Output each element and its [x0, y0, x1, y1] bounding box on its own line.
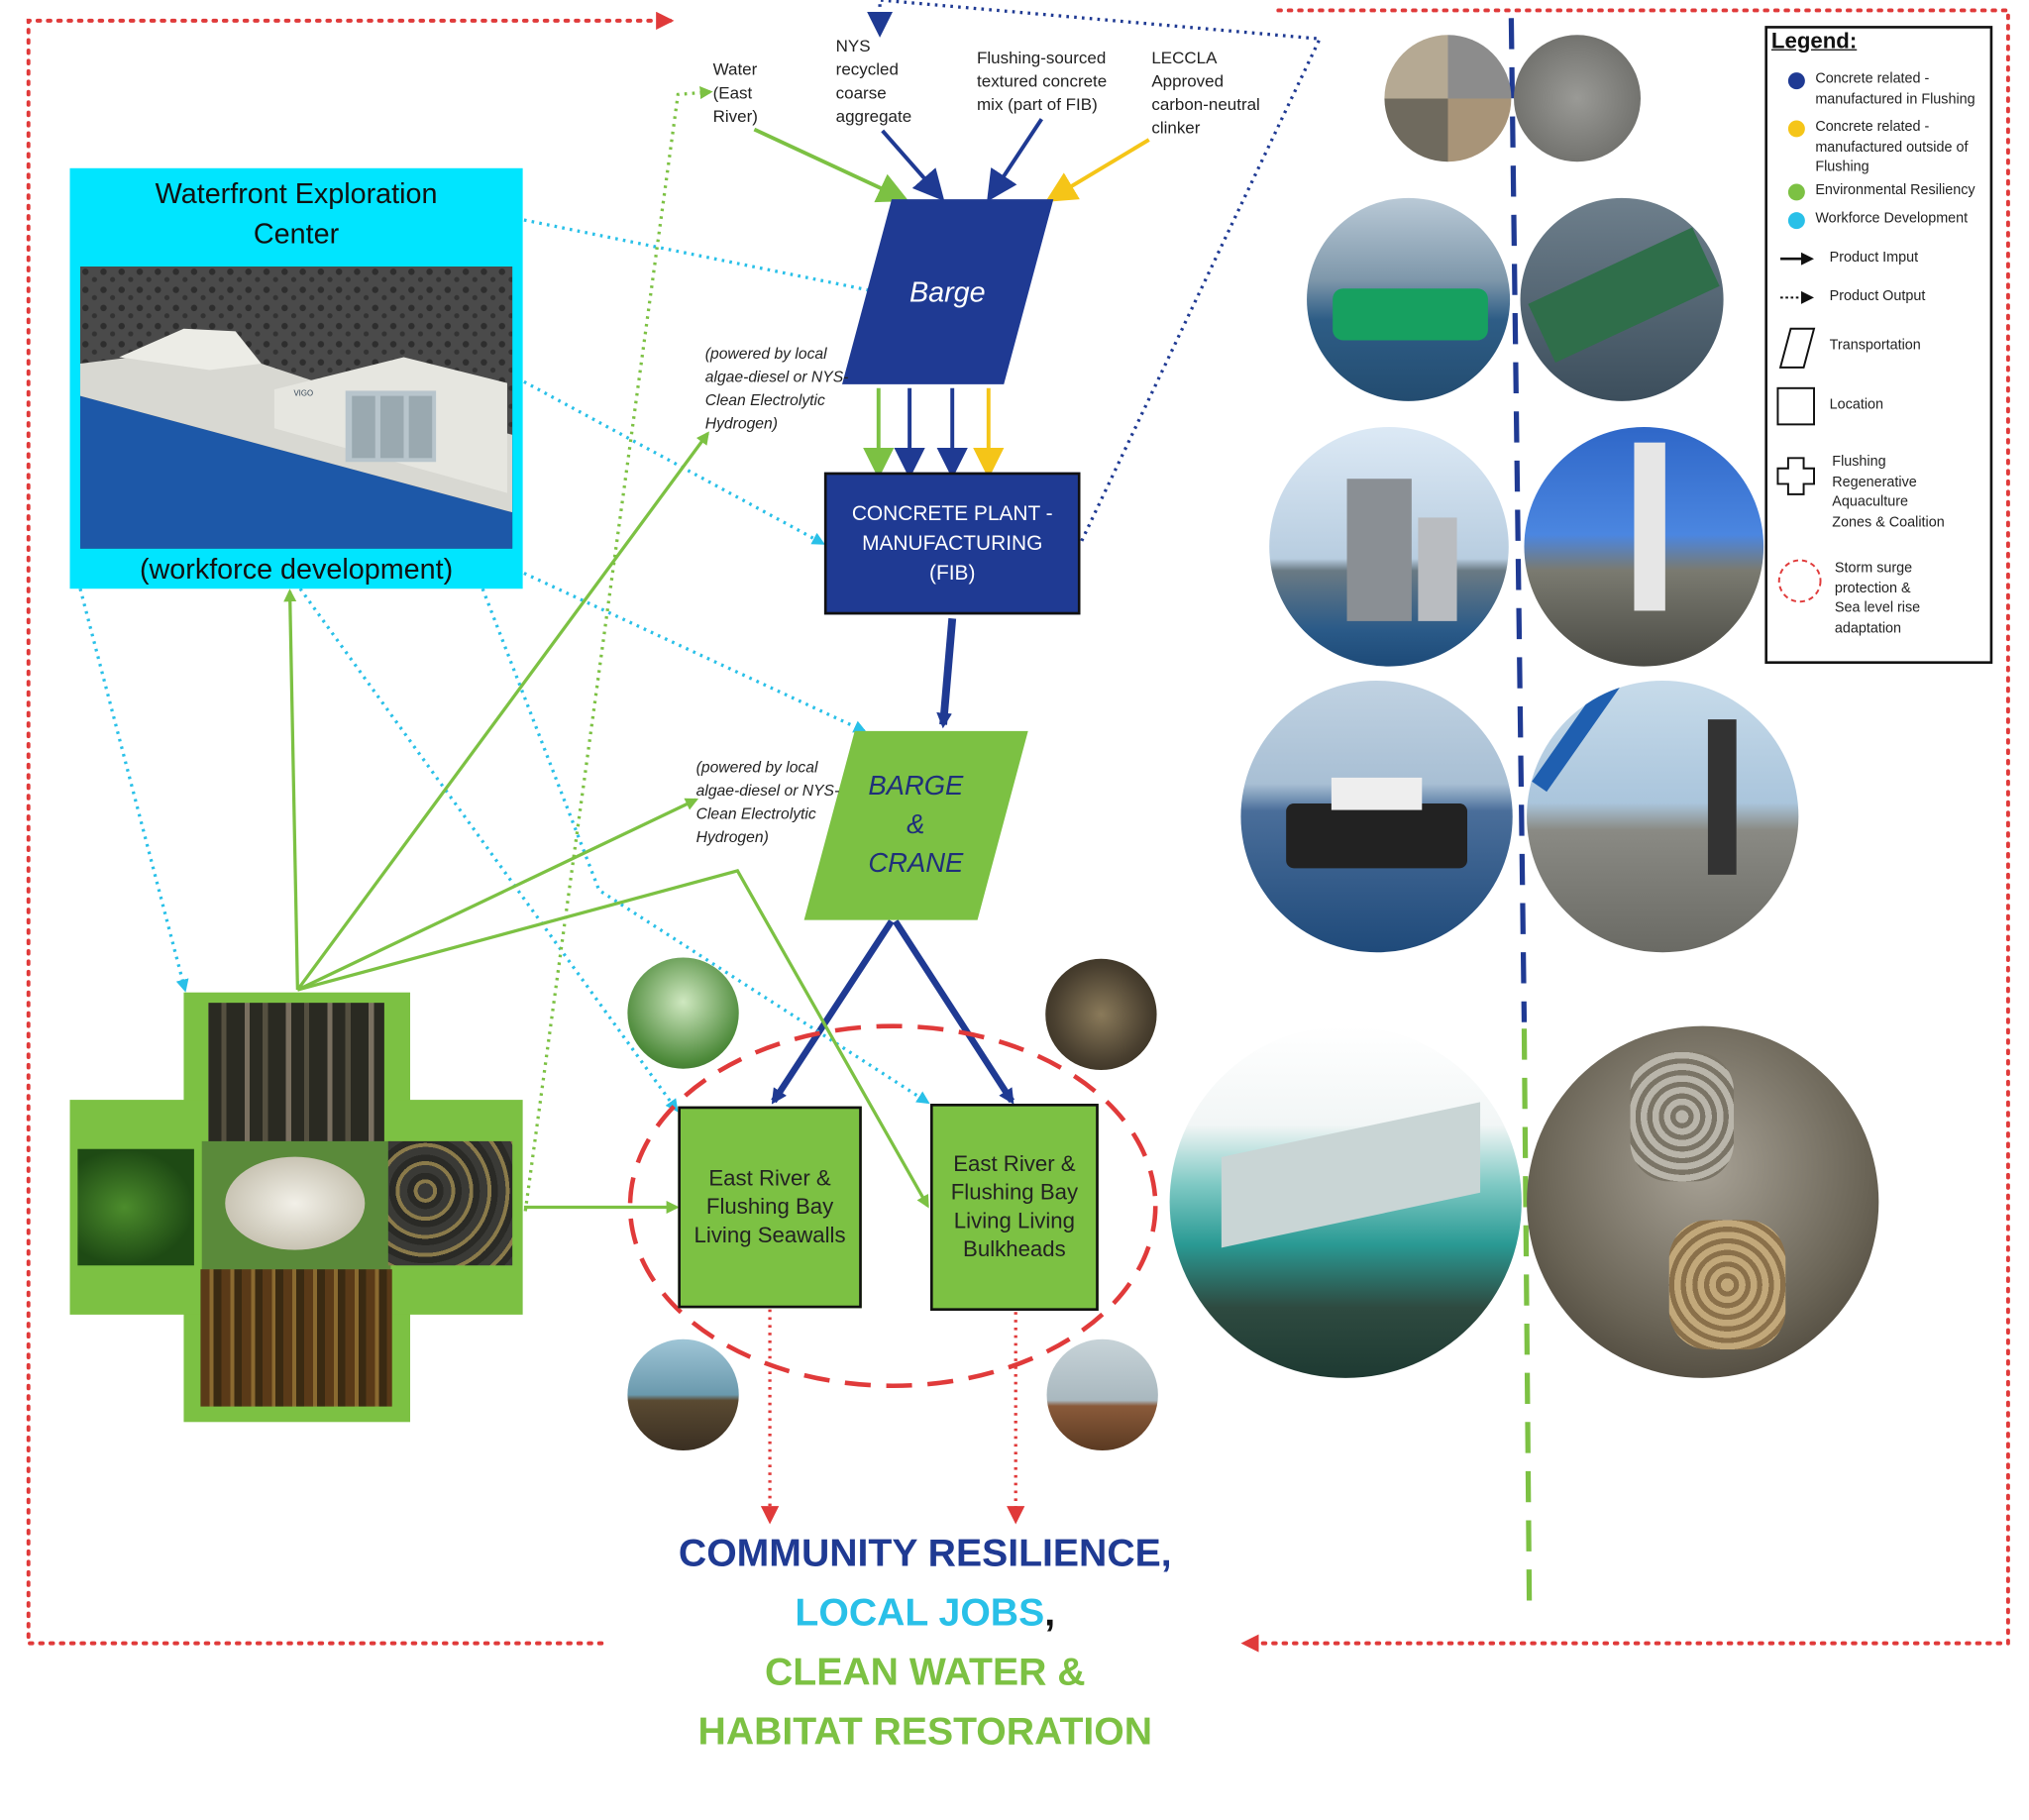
mussel-ropes-photo [208, 1003, 384, 1143]
wec-title: Waterfront Exploration Center [155, 176, 438, 251]
cement-plant-photo [1269, 426, 1509, 667]
crane-to-bulkheads-arrow [893, 919, 1015, 1105]
oyster-cage-photo [627, 1338, 739, 1451]
yellow-dot-icon [1787, 120, 1805, 138]
wec-signage: VIGO [293, 389, 313, 398]
bulkhead-module-photo [1046, 1338, 1158, 1451]
storm-surge-ellipse [627, 1023, 1158, 1389]
power-note-1: (powered by local algae-diesel or NYS- C… [704, 344, 849, 433]
legend: Legend: Concrete related - manufactured … [1764, 26, 1993, 664]
water-input-arrow [753, 127, 909, 203]
legend-title: Legend: [1770, 28, 1858, 54]
dotted-arrow-icon [1780, 290, 1815, 304]
outcome-local-jobs: LOCAL JOBS [795, 1591, 1045, 1635]
dashed-circle-icon [1777, 559, 1822, 603]
legend-label: Location [1829, 396, 1884, 413]
parallelogram-icon [1778, 327, 1816, 369]
batch-plant-photo [1524, 426, 1764, 667]
legend-label: Storm surge protection & Sea level rise … [1834, 560, 1921, 636]
waterfront-exploration-center: Waterfront Exploration Center [69, 167, 523, 589]
tugboat-photo [1307, 197, 1511, 401]
concrete-plant-node: CONCRETE PLANT - MANUFACTURING (FIB) [823, 472, 1081, 615]
legend-label: Product Output [1829, 288, 1926, 304]
outcome-line-3: CLEAN WATER & [764, 1651, 1086, 1694]
legend-label: Flushing Regenerative Aquaculture Zones … [1832, 454, 1945, 530]
power-note-2: (powered by local algae-diesel or NYS- C… [695, 758, 840, 847]
ferry-photo [1240, 680, 1513, 953]
water-input-label: Water (East River) [712, 59, 758, 126]
aquaculture-zone-cross [69, 992, 523, 1423]
oyster-reef-photo [1045, 958, 1157, 1071]
seaweed-lines-photo [200, 1269, 392, 1407]
wec-subtitle: (workforce development) [139, 552, 454, 586]
divider-navy [1508, 18, 1528, 1022]
legend-label: Product Imput [1829, 250, 1919, 266]
mix-input-label: Flushing-sourced textured concrete mix (… [977, 48, 1108, 114]
living-seawalls-node: East River & Flushing Bay Living Seawall… [678, 1106, 862, 1309]
wec-building-illustration: VIGO [79, 267, 513, 549]
wec-rendering-photo: VIGO [79, 267, 513, 549]
outcome-line-4: HABITAT RESTORATION [697, 1710, 1153, 1754]
outcome-line-2: LOCAL JOBS, [570, 1584, 1281, 1644]
outer-feedback-loop [26, 8, 2010, 1653]
aggregate-samples-photo [1384, 35, 1512, 162]
navy-dot-icon [1787, 72, 1805, 90]
concrete-texture-photo [1514, 35, 1642, 162]
eelgrass-photo [627, 957, 739, 1069]
aggregate-input-label: NYS recycled coarse aggregate [835, 36, 912, 126]
crane-placing-units-photo [1527, 680, 1799, 953]
textured-panel-photo [1527, 1025, 1879, 1378]
legend-label: Environmental Resiliency [1815, 182, 1976, 198]
clinker-input-label: LECCLA Approved carbon-neutral clinker [1151, 48, 1260, 138]
square-icon [1776, 386, 1815, 426]
legend-label: Concrete related - manufactured outside … [1815, 119, 1969, 175]
outcome-line-1: COMMUNITY RESILIENCE, [678, 1532, 1172, 1575]
outcome-comma: , [1044, 1591, 1056, 1635]
oyster-shell-photo [201, 1140, 391, 1271]
divider-green [1521, 1028, 1533, 1611]
living-bulkheads-node: East River & Flushing Bay Living Living … [930, 1104, 1099, 1311]
cyan-dot-icon [1787, 212, 1805, 230]
kelp-cages-photo [77, 1148, 194, 1266]
crane-to-seawalls-arrow [771, 919, 895, 1105]
cross-icon [1776, 457, 1815, 495]
aggregate-input-arrow [881, 129, 945, 202]
plant-feedback-dotted [867, 0, 1323, 542]
barge-label: Barge [909, 274, 986, 308]
living-shoreline-section-photo [1169, 1025, 1522, 1378]
clinker-input-arrow [1045, 138, 1150, 202]
green-dot-icon [1787, 183, 1805, 201]
environmental-arrows [283, 86, 929, 1215]
mix-input-arrow [987, 118, 1043, 202]
legend-label: Workforce Development [1815, 210, 1969, 227]
legend-label: Concrete related - manufactured in Flush… [1815, 70, 1976, 107]
concrete-reef-unit-photo [387, 1140, 513, 1266]
outcome-statement: COMMUNITY RESILIENCE, LOCAL JOBS, CLEAN … [570, 1524, 1281, 1762]
plant-to-crane-arrow [936, 617, 957, 729]
barge-crane-label: BARGE & CRANE [868, 771, 964, 879]
legend-label: Transportation [1829, 337, 1921, 354]
solid-arrow-icon [1780, 252, 1815, 266]
cargo-barge-photo [1520, 197, 1724, 401]
